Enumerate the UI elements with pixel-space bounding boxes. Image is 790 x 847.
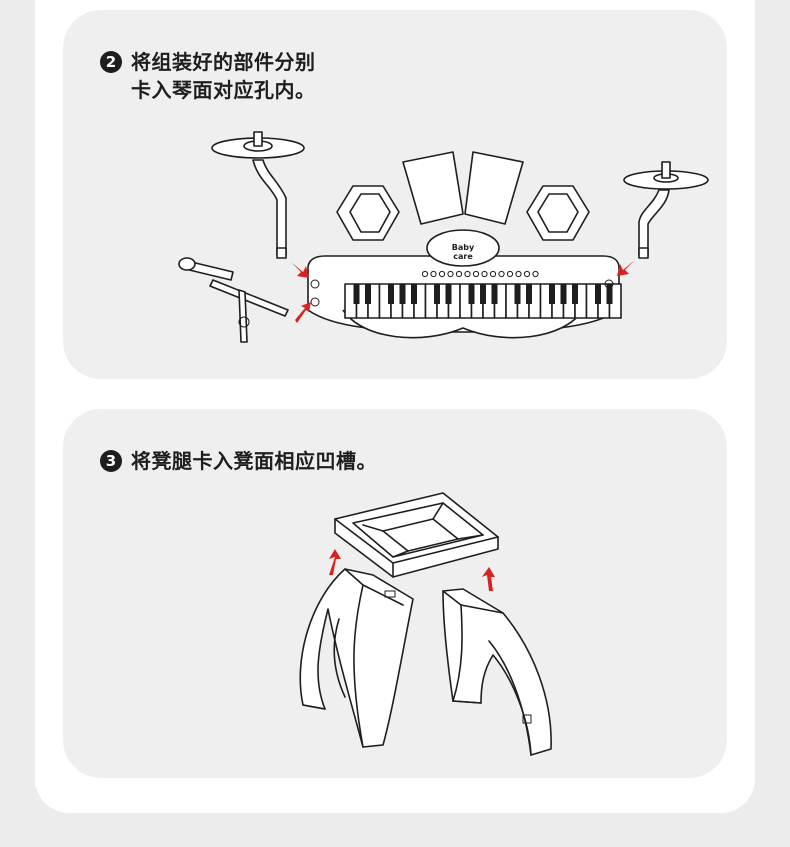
logo-line-1: Baby	[452, 243, 475, 252]
black-key	[468, 284, 475, 304]
keyboard-button	[438, 270, 446, 278]
stool-leg-right	[442, 588, 552, 756]
step-3-number-badge: 3	[100, 450, 122, 472]
black-key	[514, 284, 521, 304]
black-key	[434, 284, 440, 304]
black-key	[353, 284, 360, 304]
step-2-instruction: 将组装好的部件分别 卡入琴面对应孔内。	[131, 48, 316, 104]
left-cymbal-stand	[211, 131, 305, 259]
black-key	[572, 284, 578, 304]
step-2-heading: 2 将组装好的部件分别 卡入琴面对应孔内。	[100, 48, 316, 104]
step-3-card: 3 将凳腿卡入凳面相应凹槽。	[63, 409, 727, 778]
keyboard-button	[472, 270, 480, 278]
step-2-line-2: 卡入琴面对应孔内。	[131, 78, 316, 102]
stool-assembly-illustration	[299, 492, 552, 756]
black-key	[606, 284, 613, 304]
insert-arrows	[291, 260, 635, 323]
keyboard-button	[464, 270, 471, 278]
black-key	[480, 284, 486, 304]
black-key	[399, 284, 406, 304]
keyboard-drum-assembly-illustration: Baby care	[178, 131, 709, 343]
black-key	[595, 284, 601, 304]
keyboard-button	[421, 270, 429, 278]
keyboard-button	[532, 270, 539, 278]
step-3-line-1: 将凳腿卡入凳面相应凹槽。	[131, 449, 377, 473]
step-3-heading: 3 将凳腿卡入凳面相应凹槽。	[100, 447, 377, 475]
step-3-instruction: 将凳腿卡入凳面相应凹槽。	[131, 447, 377, 475]
black-key	[411, 284, 417, 304]
keyboard-button	[489, 270, 497, 278]
black-key	[445, 284, 452, 304]
microphone-stand	[178, 257, 289, 343]
keyboard-button	[498, 270, 505, 278]
keyboard-button	[481, 270, 488, 278]
keyboard-button	[455, 270, 463, 278]
right-cymbal-stand	[623, 161, 709, 259]
insert-arrows	[329, 549, 495, 591]
black-key	[549, 284, 555, 304]
black-key	[491, 284, 498, 304]
keyboard-button	[506, 270, 514, 278]
logo-line-2: care	[453, 252, 473, 261]
keyboard-button	[447, 270, 454, 278]
stool-seat	[334, 492, 499, 578]
stool-leg-left	[299, 568, 414, 748]
keyboard-button	[523, 270, 531, 278]
step-2-number-badge: 2	[100, 51, 122, 73]
keyboard-button	[430, 270, 437, 278]
black-key	[526, 284, 532, 304]
keyboard-body: Baby care	[307, 151, 622, 339]
step-2-card: 2 将组装好的部件分别 卡入琴面对应孔内。	[63, 10, 727, 379]
keyboard-button	[515, 270, 522, 278]
button-row	[421, 270, 539, 278]
piano-keys	[344, 283, 622, 319]
black-key	[560, 284, 567, 304]
step-2-line-1: 将组装好的部件分别	[131, 50, 316, 74]
black-key	[365, 284, 371, 304]
black-key	[388, 284, 394, 304]
